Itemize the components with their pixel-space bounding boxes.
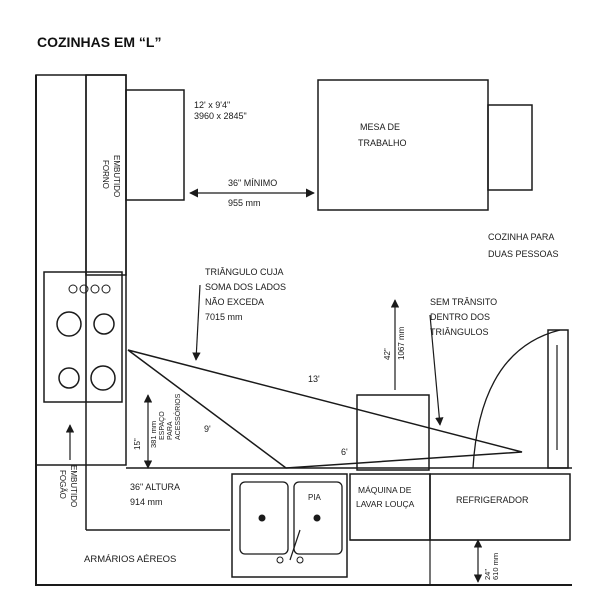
faucet-knob-icon bbox=[296, 556, 304, 564]
outer-wall bbox=[35, 75, 572, 586]
fridge-door-swing bbox=[472, 329, 561, 469]
counter-height-mm: 914 mm bbox=[130, 497, 163, 507]
accessory-note-1: ESPAÇO bbox=[159, 411, 166, 440]
drain-icon bbox=[258, 514, 266, 522]
accessory-space-in: 15" bbox=[133, 438, 142, 450]
burner-icon bbox=[93, 313, 115, 335]
accessory-note-3: ACESSÓRIOS bbox=[173, 393, 182, 440]
triangle-side-13: 13' bbox=[308, 374, 320, 384]
diagram-title: COZINHAS EM “L” bbox=[37, 34, 161, 50]
dishwasher-unit bbox=[356, 394, 430, 471]
fridge-door bbox=[547, 329, 569, 469]
triangle-note-1: TRIÂNGULO CUJA bbox=[205, 267, 284, 277]
sink-basin-right bbox=[293, 481, 343, 555]
left-counter bbox=[35, 74, 127, 466]
depth-24-mm: 610 mm bbox=[491, 553, 500, 580]
work-table-label-1: MESA DE bbox=[360, 122, 400, 132]
sink-label: PIA bbox=[308, 493, 322, 502]
no-traffic-note-2: DENTRO DOS bbox=[430, 312, 490, 322]
burner-icon bbox=[58, 367, 80, 389]
clearance-42-in: 42" bbox=[383, 348, 392, 360]
no-traffic-note-3: TRIÂNGULOS bbox=[430, 327, 489, 337]
refrigerator bbox=[429, 473, 571, 541]
triangle-side-6: 6' bbox=[341, 447, 348, 457]
cooktop bbox=[43, 271, 123, 403]
two-person-label-1: COZINHA PARA bbox=[488, 232, 554, 242]
oven-label-2: EMBUTIDO bbox=[112, 155, 121, 197]
dishwasher-label-1: MÁQUINA DE bbox=[358, 485, 412, 495]
accessory-note-2: PARA bbox=[167, 421, 174, 440]
knob-icon bbox=[68, 284, 78, 294]
cooktop-note-2: EMBUTIDO bbox=[69, 465, 78, 507]
accessory-space-mm: 381 mm bbox=[149, 421, 158, 448]
upper-cabinets-label: ARMÁRIOS AÉREOS bbox=[84, 554, 176, 565]
knob-icon bbox=[79, 284, 89, 294]
clearance-label-mm: 955 mm bbox=[228, 198, 261, 208]
burner-icon bbox=[90, 365, 116, 391]
clearance-label-in: 36" MÍNIMO bbox=[228, 178, 277, 188]
no-traffic-note-1: SEM TRÂNSITO bbox=[430, 297, 497, 307]
triangle-note-arrow bbox=[192, 284, 201, 361]
drain-icon bbox=[313, 514, 321, 522]
refrigerator-label: REFRIGERADOR bbox=[456, 495, 529, 505]
two-person-label-2: DUAS PESSOAS bbox=[488, 249, 559, 259]
upper-cabinet bbox=[125, 89, 185, 201]
counter-height-in: 36" ALTURA bbox=[130, 482, 180, 492]
work-table-extension bbox=[487, 104, 533, 191]
clearance-42-mm: 1067 mm bbox=[397, 326, 406, 360]
knob-icon bbox=[90, 284, 100, 294]
room-dimension-ft: 12' x 9'4" bbox=[194, 100, 230, 110]
cooktop-note-1: FOGÃO bbox=[58, 470, 67, 499]
faucet-knob-icon bbox=[276, 556, 284, 564]
triangle-side-9: 9' bbox=[204, 424, 211, 434]
triangle-note-3: NÃO EXCEDA bbox=[205, 297, 264, 307]
sink-basin-left bbox=[239, 481, 289, 555]
room-dimension-mm: 3960 x 2845" bbox=[194, 111, 247, 121]
sink-cabinet bbox=[231, 473, 348, 578]
triangle-note-2: SOMA DOS LADOS bbox=[205, 282, 286, 292]
triangle-note-4: 7015 mm bbox=[205, 312, 243, 322]
burner-icon bbox=[56, 311, 82, 337]
depth-24-in: 24" bbox=[483, 569, 492, 580]
work-table-label-2: TRABALHO bbox=[358, 138, 407, 148]
oven-label-1: FORNO bbox=[101, 160, 110, 189]
faucet-spout bbox=[289, 529, 301, 561]
no-traffic-note-arrow bbox=[429, 314, 444, 426]
dishwasher-label-2: LAVAR LOUÇA bbox=[356, 499, 415, 509]
work-triangle bbox=[127, 349, 523, 469]
knob-icon bbox=[101, 284, 111, 294]
